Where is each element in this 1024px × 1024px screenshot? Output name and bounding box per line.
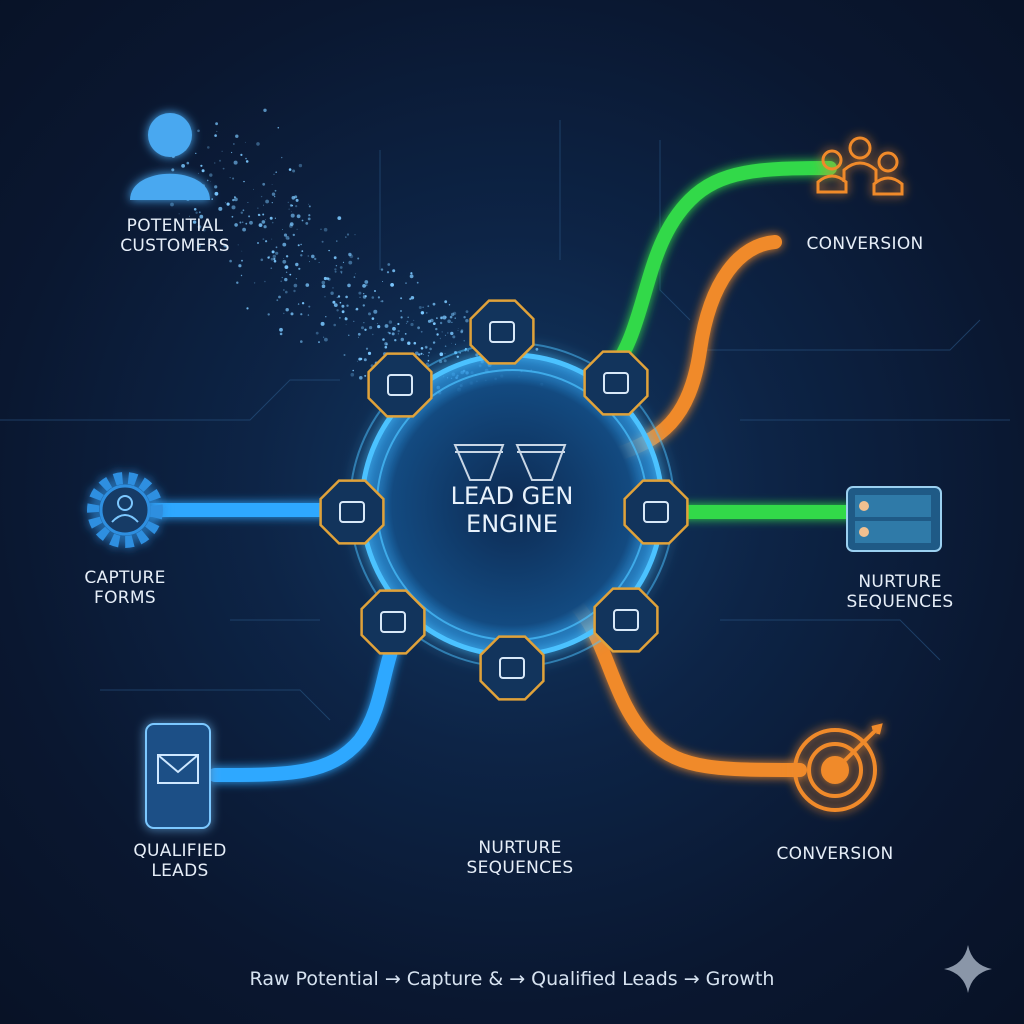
label-line: POTENTIAL: [126, 216, 224, 236]
label-line: CAPTURE: [84, 568, 166, 588]
engine-title-line1: LEAD GEN: [450, 482, 574, 510]
green-pipe-top: [598, 161, 837, 387]
hex-node-icon: [319, 479, 385, 545]
circuit-background: [0, 120, 1010, 721]
label-line: CUSTOMERS: [120, 236, 230, 256]
tablet-icon: [846, 486, 942, 552]
orange-pipe-top: [608, 235, 782, 462]
orange-pipe-bottom: [565, 593, 807, 777]
potential-customer-icon: [130, 113, 210, 200]
conversion-bottom-label: CONVERSION: [776, 844, 894, 864]
flow-caption: Raw Potential → Capture & → Qualified Le…: [249, 968, 775, 990]
hex-node-icon: [360, 589, 426, 655]
label-line: QUALIFIED: [133, 841, 227, 861]
funnel-icon: [453, 444, 567, 481]
hex-node-icon: [583, 350, 649, 416]
hex-node-icon: [367, 352, 433, 418]
label-line: NURTURE: [858, 572, 942, 592]
team-icon: [816, 136, 904, 196]
engine-core: [362, 355, 662, 655]
target-icon: [793, 723, 883, 812]
label-line: NURTURE: [478, 838, 562, 858]
gear-user-icon: [87, 472, 163, 548]
sparkle-icon: [944, 945, 992, 993]
label-line: FORMS: [94, 588, 156, 608]
hex-node-icon: [469, 299, 535, 365]
label-line: SEQUENCES: [466, 858, 574, 878]
hex-node-icon: [593, 587, 659, 653]
conversion-top-label: CONVERSION: [806, 234, 924, 254]
hex-node-icon: [623, 479, 689, 545]
mobile-email-icon: [145, 723, 211, 829]
engine-title-line2: ENGINE: [466, 510, 558, 538]
label-line: LEADS: [151, 861, 209, 881]
hex-node-icon: [479, 635, 545, 701]
label-line: SEQUENCES: [846, 592, 954, 612]
